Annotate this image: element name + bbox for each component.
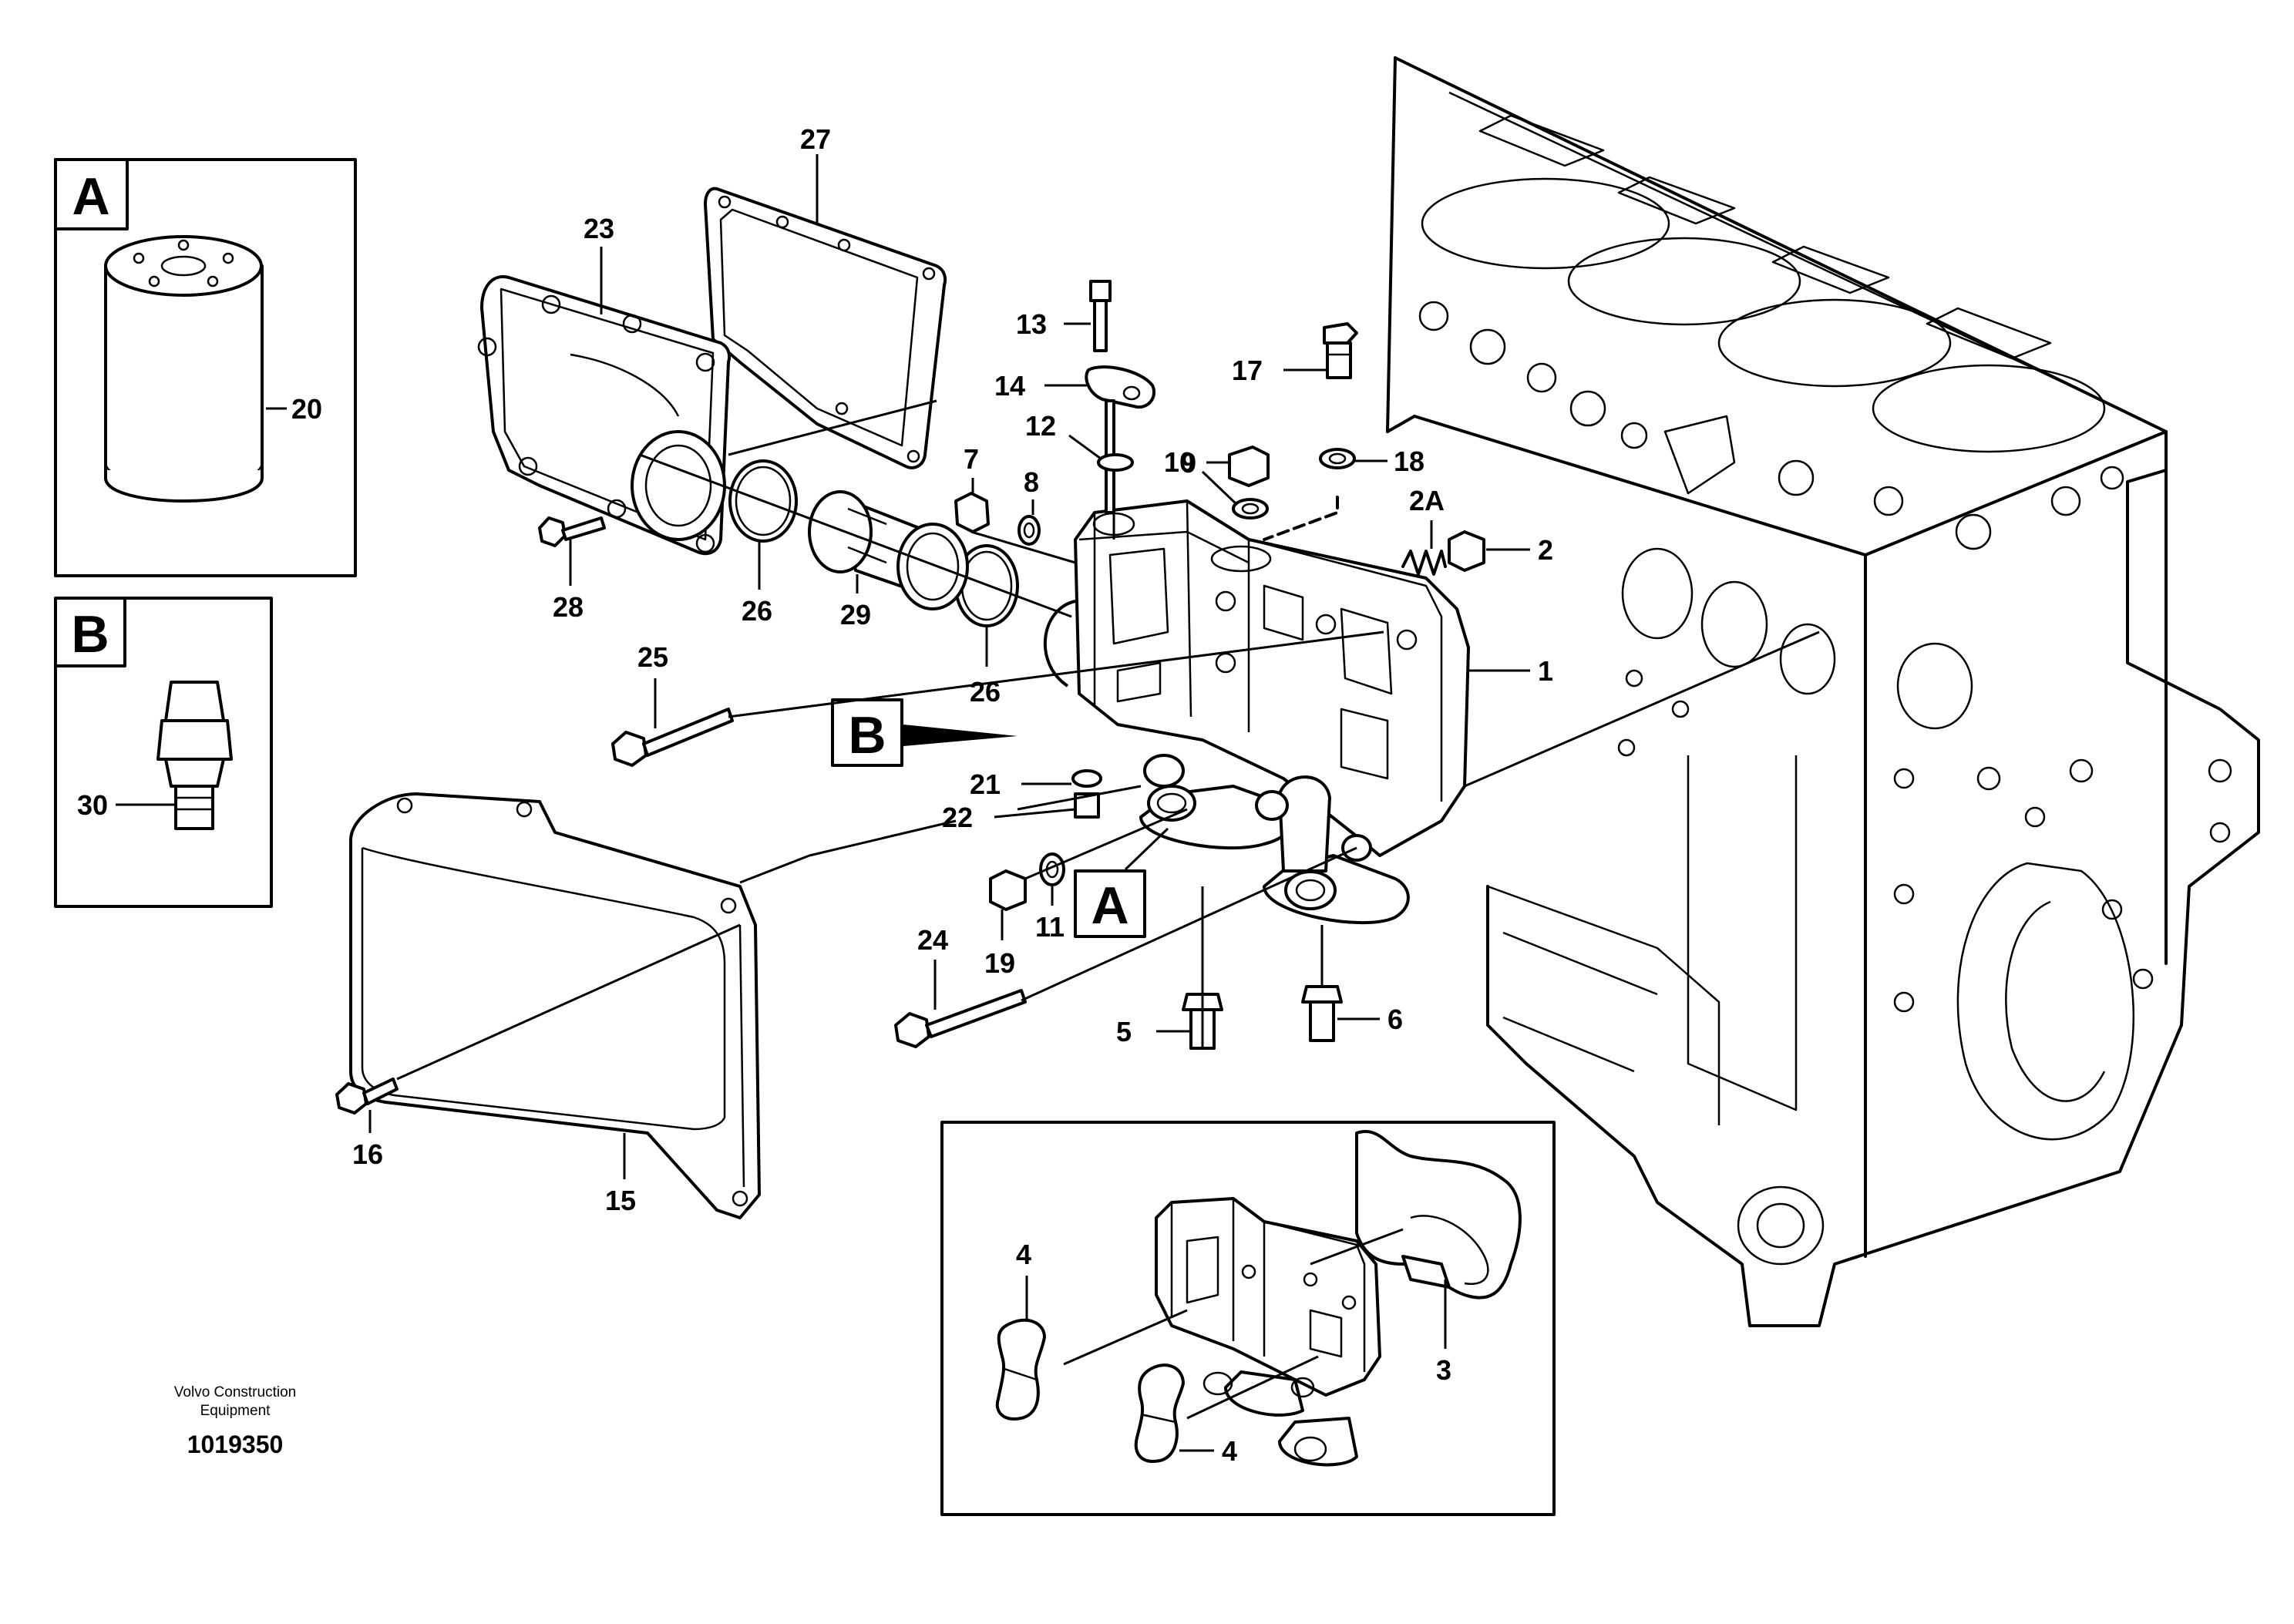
bolt-24 <box>894 989 1027 1048</box>
ref-a-label: A <box>1091 876 1128 935</box>
callout-26b: 26 <box>970 676 1001 708</box>
plug-19 <box>989 869 1027 911</box>
washer-8 <box>1018 515 1041 546</box>
plug-9 <box>1228 446 1270 487</box>
gasket-3 <box>1355 1130 1522 1300</box>
callout-18: 18 <box>1394 446 1424 477</box>
gasket-27 <box>704 187 947 469</box>
callout-27: 27 <box>800 123 831 155</box>
oil-cooler-15 <box>349 792 761 1219</box>
plug-2 <box>1448 530 1485 572</box>
screw-13 <box>1089 280 1112 352</box>
callout-2: 2 <box>1538 534 1553 566</box>
sleeve-29 <box>808 490 969 610</box>
washer-21 <box>1071 769 1102 788</box>
callout-9: 9 <box>1181 447 1196 479</box>
ref-b-label: B <box>848 706 886 765</box>
cover-23 <box>477 275 732 556</box>
callout-1: 1 <box>1538 655 1553 687</box>
callout-19: 19 <box>984 947 1015 979</box>
callout-24: 24 <box>917 924 948 956</box>
view-b-label: B <box>71 605 109 664</box>
callout-13: 13 <box>1016 308 1047 340</box>
callout-14: 14 <box>994 370 1025 402</box>
spring-2a <box>1401 550 1447 576</box>
callout-4a: 4 <box>1016 1239 1031 1270</box>
housing-detail <box>1155 1197 1381 1467</box>
callout-10: 10 <box>1164 446 1195 478</box>
callout-15: 15 <box>605 1185 636 1216</box>
callout-30: 30 <box>77 789 108 821</box>
credit-line-2: Equipment <box>200 1403 271 1419</box>
ref-flag-b: B <box>831 698 1018 767</box>
callout-23: 23 <box>584 213 614 244</box>
footer: Volvo Construction Equipment 1019350 <box>174 1384 296 1458</box>
callout-12: 12 <box>1025 410 1056 442</box>
callout-7: 7 <box>964 443 979 475</box>
detail-inset: 3 4 4 <box>940 1121 1556 1516</box>
inset-view-a: A 20 <box>54 158 357 577</box>
fitting-17 <box>1323 322 1358 379</box>
flap-4b <box>1134 1363 1185 1463</box>
credit-line-1: Volvo Construction <box>174 1384 296 1400</box>
washer-11 <box>1039 852 1065 886</box>
callout-4b: 4 <box>1222 1435 1237 1467</box>
callout-29: 29 <box>840 599 871 630</box>
callout-8: 8 <box>1024 466 1039 498</box>
view-a-label: A <box>72 167 109 226</box>
plug-7 <box>954 492 990 533</box>
document-number: 1019350 <box>187 1431 284 1458</box>
bolt-25 <box>611 708 734 767</box>
callout-3: 3 <box>1436 1354 1451 1386</box>
callout-28: 28 <box>553 591 584 623</box>
inset-view-b: B 30 <box>54 597 273 908</box>
washer-10 <box>1232 498 1269 519</box>
callout-22: 22 <box>942 802 973 833</box>
flap-4a <box>995 1318 1046 1421</box>
callout-21: 21 <box>970 768 1001 800</box>
callout-16: 16 <box>352 1138 383 1170</box>
o-ring-12 <box>1097 453 1134 472</box>
callout-17: 17 <box>1232 355 1263 386</box>
pressure-sensor <box>156 681 233 830</box>
nipple-6 <box>1301 985 1343 1042</box>
callout-11: 11 <box>1035 911 1065 943</box>
bolt-28 <box>538 516 606 547</box>
oil-filter <box>104 235 264 503</box>
alignment-lines <box>396 399 1820 1081</box>
callout-25: 25 <box>637 641 668 673</box>
bolt-16 <box>335 1078 399 1115</box>
clamp-14 <box>1085 365 1155 514</box>
callout-26a: 26 <box>742 595 772 627</box>
callout-2a: 2A <box>1409 485 1445 516</box>
callout-6: 6 <box>1388 1004 1403 1035</box>
ref-flag-a: A <box>1074 827 1169 938</box>
callout-20: 20 <box>291 393 322 425</box>
engine-block <box>1386 56 2260 1327</box>
washer-18 <box>1319 448 1356 469</box>
callout-5: 5 <box>1116 1016 1132 1047</box>
